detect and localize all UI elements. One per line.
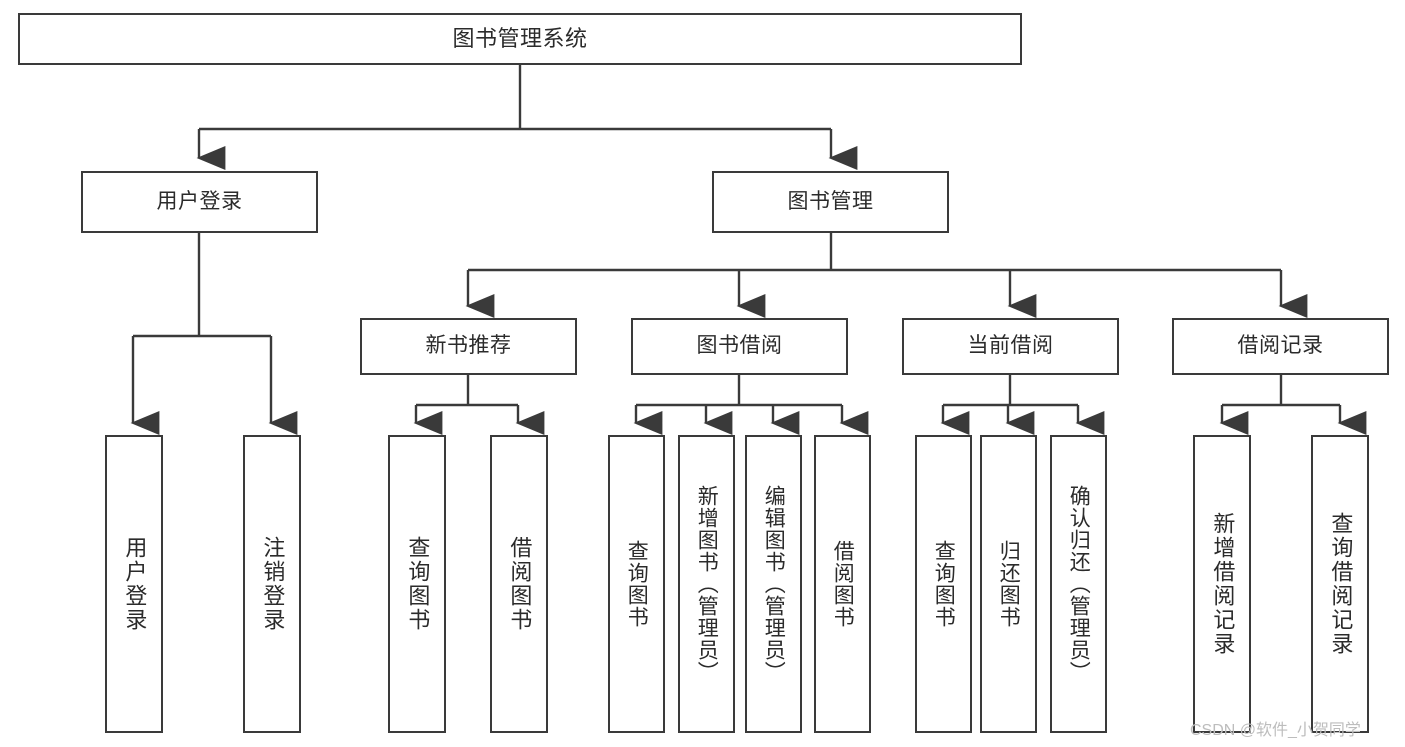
node-label: 用户登录 — [156, 189, 243, 213]
node-new-book-recommend[interactable]: 新书推荐 — [360, 318, 577, 375]
leaf-add-book-admin[interactable]: 新增图书（管理员） — [678, 435, 735, 733]
leaf-query-book-current[interactable]: 查询图书 — [915, 435, 972, 733]
node-label: 图书借阅 — [696, 334, 783, 358]
leaf-add-borrow-record[interactable]: 新增借阅记录 — [1193, 435, 1251, 733]
node-label: 查询图书 — [932, 540, 956, 628]
node-label: 新增借阅记录 — [1210, 512, 1236, 656]
node-label: 图书管理 — [787, 189, 874, 213]
leaf-query-book-borrow[interactable]: 查询图书 — [608, 435, 665, 733]
node-label: 借阅图书 — [507, 536, 533, 632]
node-label: 注销登录 — [260, 536, 286, 632]
node-label: 借阅记录 — [1237, 334, 1324, 358]
node-label: 当前借阅 — [967, 334, 1054, 358]
node-borrow-record[interactable]: 借阅记录 — [1172, 318, 1389, 375]
leaf-confirm-return-admin[interactable]: 确认归还（管理员） — [1050, 435, 1107, 733]
node-label: 图书管理系统 — [452, 26, 588, 52]
leaf-query-borrow-record[interactable]: 查询借阅记录 — [1311, 435, 1369, 733]
leaf-return-book[interactable]: 归还图书 — [980, 435, 1037, 733]
leaf-edit-book-admin[interactable]: 编辑图书（管理员） — [745, 435, 802, 733]
node-label: 新增图书（管理员） — [695, 485, 719, 683]
node-label: 新书推荐 — [425, 334, 512, 358]
node-book-borrow[interactable]: 图书借阅 — [631, 318, 848, 375]
node-label: 编辑图书（管理员） — [762, 485, 786, 683]
node-label: 确认归还（管理员） — [1067, 485, 1091, 683]
node-label: 查询借阅记录 — [1328, 512, 1354, 656]
node-current-borrow[interactable]: 当前借阅 — [902, 318, 1119, 375]
csdn-watermark: CSDN @软件_小贺同学 — [1190, 722, 1361, 739]
leaf-user-login[interactable]: 用户登录 — [105, 435, 163, 733]
leaf-borrow-book-borrow[interactable]: 借阅图书 — [814, 435, 871, 733]
leaf-query-book-new-recommend[interactable]: 查询图书 — [388, 435, 446, 733]
node-root-system[interactable]: 图书管理系统 — [18, 13, 1022, 65]
node-user-login[interactable]: 用户登录 — [81, 171, 318, 233]
leaf-borrow-book-new-recommend[interactable]: 借阅图书 — [490, 435, 548, 733]
leaf-logout-login[interactable]: 注销登录 — [243, 435, 301, 733]
node-label: 借阅图书 — [831, 540, 855, 628]
node-label: 查询图书 — [625, 540, 649, 628]
node-label: 用户登录 — [122, 536, 148, 632]
node-book-management[interactable]: 图书管理 — [712, 171, 949, 233]
node-label: 查询图书 — [405, 536, 431, 632]
node-label: 归还图书 — [997, 540, 1021, 628]
